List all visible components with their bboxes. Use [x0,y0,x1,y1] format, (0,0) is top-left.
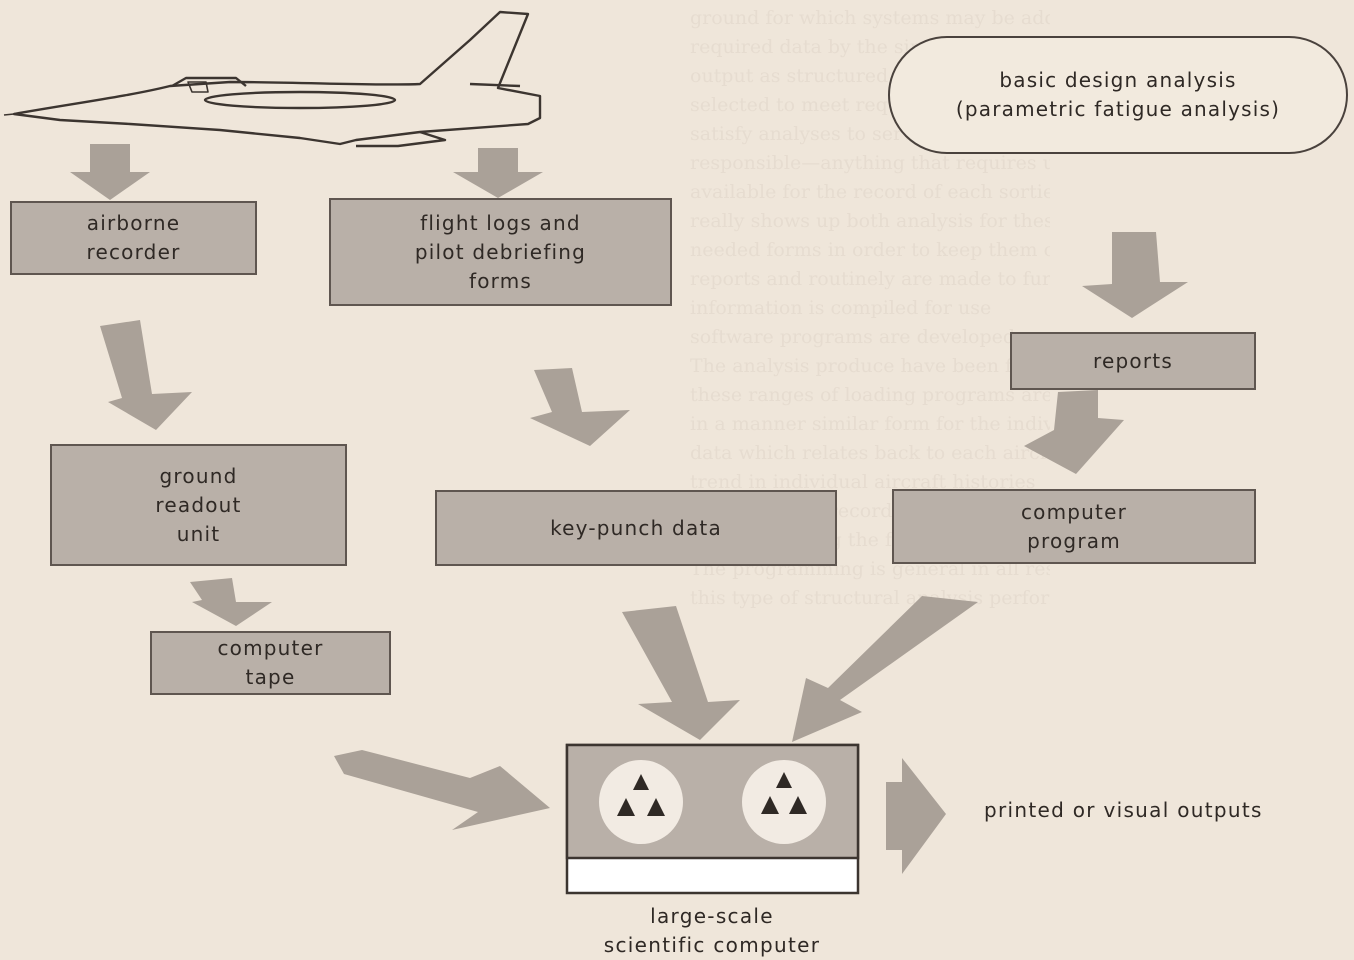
outputs-label: printed or visual outputs [984,798,1263,822]
computer-label-line1: large-scale [650,904,774,928]
computer-cabinet [565,743,860,895]
computer-tape-box: computer tape [150,631,391,695]
tape-reel-left-icon [599,760,683,844]
arrow-tape-to-computer [334,750,550,830]
arrow-program-to-computer [792,596,978,742]
arrow-flightlogs-to-keypunch [530,368,630,446]
arrow-plane-to-recorder [70,144,150,200]
airborne-recorder-box: airborne recorder [10,201,257,275]
design-analysis-line1: basic design analysis [999,68,1237,92]
computer-label: large-scale scientific computer [560,902,864,960]
computer-label-line2: scientific computer [603,933,821,957]
ground-readout-box: ground readout unit [50,444,347,566]
key-punch-box: key-punch data [435,490,837,566]
arrow-keypunch-to-computer [622,606,740,740]
arrow-analysis-to-reports [1082,232,1188,318]
arrow-reports-to-program [1024,390,1124,474]
arrow-recorder-to-readout [100,320,192,430]
design-analysis-line2: (parametric fatigue analysis) [955,97,1281,121]
tape-reel-right-icon [742,760,826,844]
aircraft-icon [3,10,542,148]
reports-box: reports [1010,332,1256,390]
flight-logs-box: flight logs and pilot debriefing forms [329,198,672,306]
arrow-readout-to-tape [190,578,272,626]
arrow-plane-to-flightlogs [453,148,543,198]
arrow-computer-to-outputs [886,758,946,874]
design-analysis-oval: basic design analysis (parametric fatigu… [888,36,1348,154]
computer-program-box: computer program [892,489,1256,564]
